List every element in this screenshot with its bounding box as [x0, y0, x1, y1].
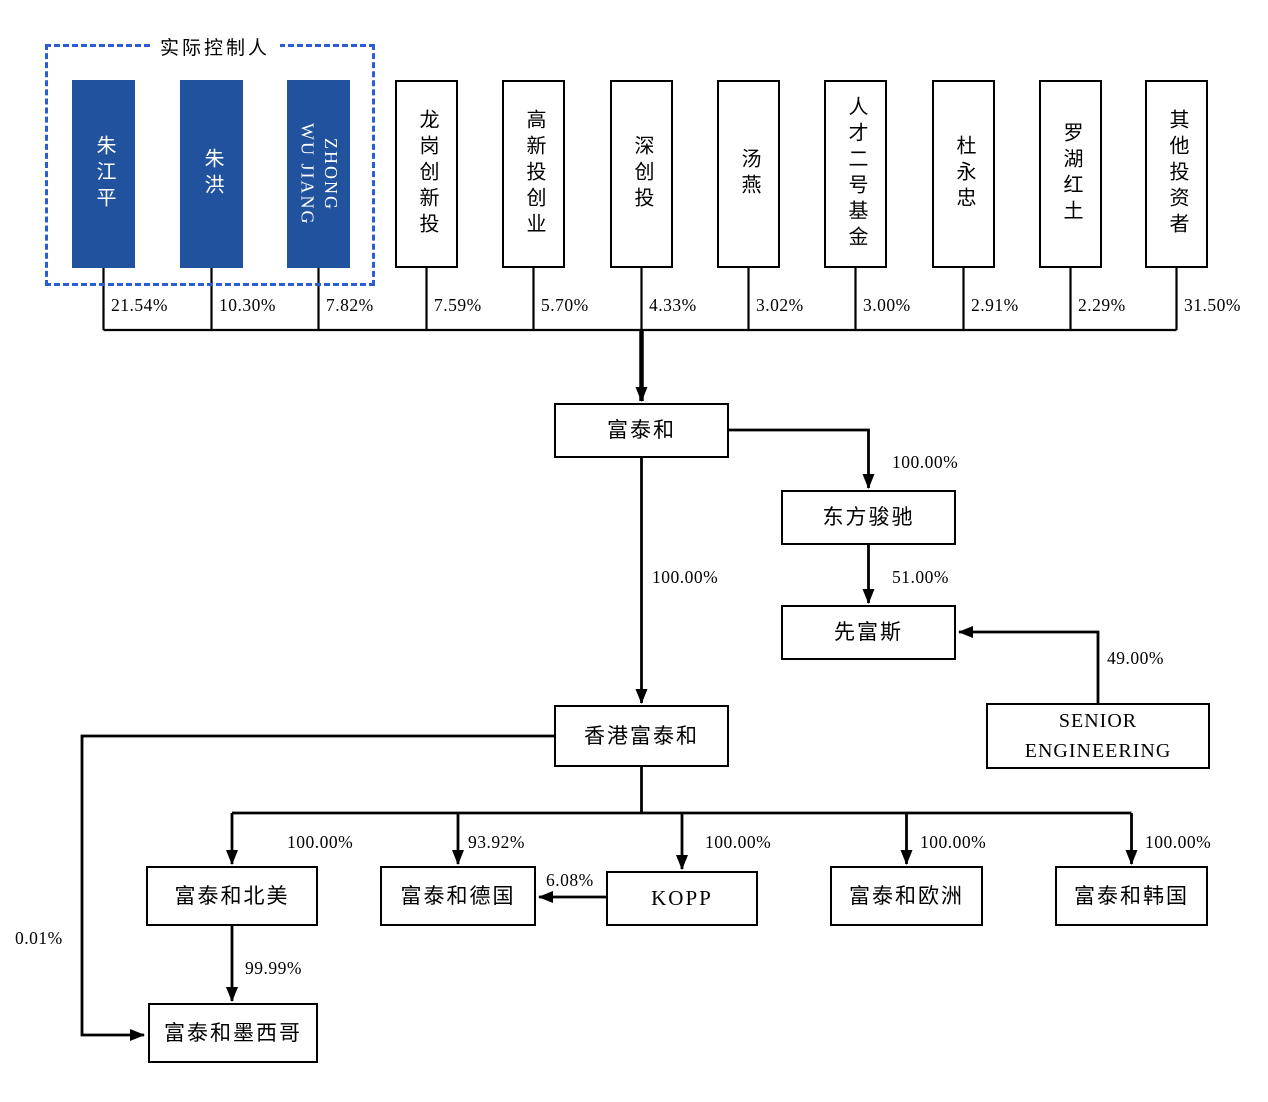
ownership-pct-futaihe-to-dongfang: 100.00% [892, 452, 959, 472]
entity-name: 富泰和欧洲 [849, 883, 964, 908]
entity-box-futaihe-germany: 富泰和德国 [380, 866, 536, 926]
entity-name: 富泰和韩国 [1074, 883, 1189, 908]
ownership-pct-hk-to-north-america: 100.00% [287, 832, 354, 852]
ownership-pct-zhu-hong: 10.30% [219, 295, 276, 315]
entity-name: KOPP [651, 886, 713, 911]
ownership-pct-du-yongzhong: 2.91% [971, 295, 1019, 315]
ownership-pct-rencai-fund: 3.00% [863, 295, 911, 315]
ownership-pct-gaoxintou: 5.70% [541, 295, 589, 315]
ownership-pct-hk-to-korea: 100.00% [1145, 832, 1212, 852]
ownership-pct-wu-jiangzhong: 7.82% [326, 295, 374, 315]
entity-name: 深创投 [631, 135, 653, 213]
shareholder-box-gaoxintou-chuangye: 高新投创业 [502, 80, 565, 268]
entity-name: WU JIANG ZHONG [297, 122, 341, 226]
entity-box-dongfang-junchi: 东方骏驰 [781, 490, 956, 545]
entity-box-futaihe-europe: 富泰和欧洲 [830, 866, 983, 926]
entity-box-futaihe: 富泰和 [554, 403, 729, 458]
entity-box-xianfusi: 先富斯 [781, 605, 956, 660]
entity-box-futaihe-mexico: 富泰和墨西哥 [148, 1003, 318, 1063]
entity-name: 人才二号基金 [845, 96, 867, 252]
ownership-pct-senior-to-xianfusi: 49.00% [1107, 648, 1164, 668]
edge-senior-to-xianfusi [958, 626, 1100, 703]
shareholder-box-luohu-hongtu: 罗湖红土 [1039, 80, 1102, 268]
ownership-pct-tang-yan: 3.02% [756, 295, 804, 315]
shareholder-box-zhu-hong: 朱洪 [180, 80, 243, 268]
shareholder-box-longgang-chuangxintou: 龙岗创新投 [395, 80, 458, 268]
shareholder-box-shenchuangtou: 深创投 [610, 80, 673, 268]
ownership-pct-shenchuangtou: 4.33% [649, 295, 697, 315]
entity-name: 龙岗创新投 [416, 109, 438, 239]
actual-controller-frame: 实际控制人 [45, 33, 375, 286]
shareholder-box-zhu-jiangping: 朱江平 [72, 80, 135, 268]
entity-name: 朱江平 [93, 135, 115, 213]
edge-hk-to-mexico [80, 734, 554, 1041]
actual-controller-label: 实际控制人 [150, 33, 281, 60]
entity-name: 高新投创业 [523, 109, 545, 239]
shareholder-box-rencai-no2-fund: 人才二号基金 [824, 80, 887, 268]
ownership-pct-kopp-to-germany: 6.08% [546, 870, 594, 890]
entity-name: 富泰和北美 [174, 883, 290, 908]
ownership-pct-longgang: 7.59% [434, 295, 482, 315]
entity-name: 其他投资者 [1166, 109, 1188, 239]
ownership-pct-na-to-mexico: 99.99% [245, 958, 302, 978]
entity-box-kopp: KOPP [606, 871, 758, 926]
ownership-pct-hk-to-germany: 93.92% [468, 832, 525, 852]
ownership-pct-hk-to-europe: 100.00% [920, 832, 987, 852]
entity-name: 东方骏驰 [822, 505, 915, 530]
entity-name: 香港富泰和 [584, 723, 699, 748]
entity-box-hk-futaihe: 香港富泰和 [554, 705, 729, 767]
shareholder-box-wu-jiangzhong: WU JIANG ZHONG [287, 80, 350, 268]
ownership-pct-hk-to-mexico: 0.01% [15, 928, 63, 948]
entity-name: 杜永忠 [953, 135, 975, 213]
shareholder-box-du-yongzhong: 杜永忠 [932, 80, 995, 268]
ownership-pct-other-investors: 31.50% [1184, 295, 1241, 315]
entity-name: 朱洪 [201, 148, 223, 200]
ownership-pct-hk-to-kopp: 100.00% [705, 832, 772, 852]
entity-name: 汤燕 [738, 148, 760, 200]
shareholder-drop-lines [102, 268, 1178, 330]
shareholder-box-tang-yan: 汤燕 [717, 80, 780, 268]
edge-futaihe-to-dongfang [729, 428, 875, 489]
entity-name: 富泰和德国 [400, 883, 516, 908]
entity-name: SENIOR ENGINEERING [1024, 710, 1172, 762]
entity-name: 罗湖红土 [1060, 122, 1082, 226]
shareholder-box-other-investors: 其他投资者 [1145, 80, 1208, 268]
ownership-pct-dongfang-to-xianfusi: 51.00% [892, 567, 949, 587]
entity-name: 富泰和墨西哥 [164, 1020, 302, 1045]
ownership-pct-futaihe-to-hk: 100.00% [652, 567, 719, 587]
entity-box-futaihe-korea: 富泰和韩国 [1055, 866, 1208, 926]
entity-box-futaihe-north-america: 富泰和北美 [146, 866, 318, 926]
ownership-pct-luohu-hongtu: 2.29% [1078, 295, 1126, 315]
entity-name: 先富斯 [834, 620, 903, 645]
entity-box-senior-engineering: SENIOR ENGINEERING [986, 703, 1210, 769]
entity-name: 富泰和 [607, 418, 676, 443]
ownership-pct-zhu-jiangping: 21.54% [111, 295, 168, 315]
